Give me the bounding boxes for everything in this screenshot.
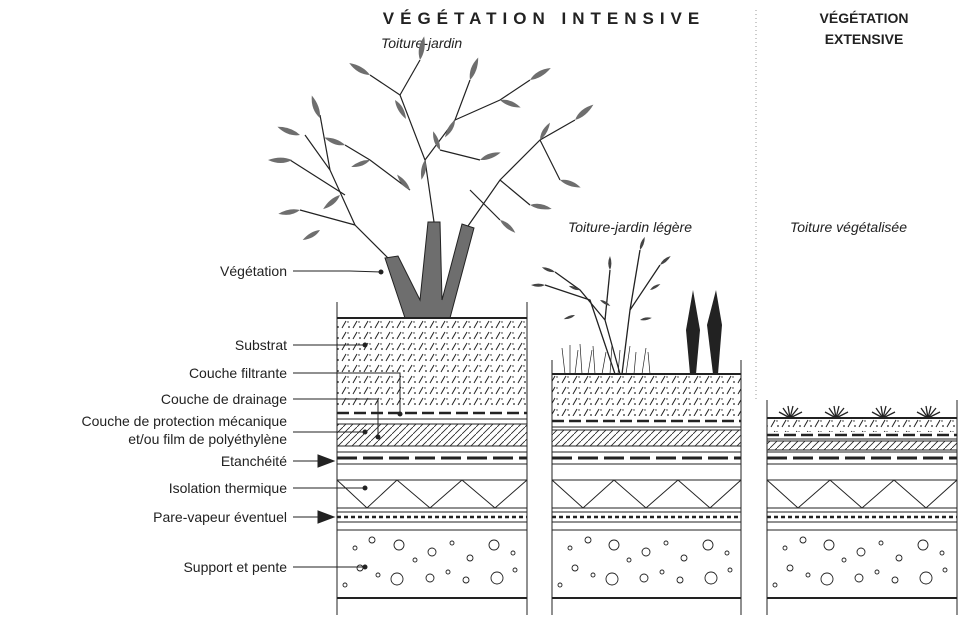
layer-labels: Végétation Substrat Couche filtrante Cou… [82,263,288,575]
subtitle-light-garden: Toiture-jardin légère [568,219,692,235]
heading-extensive-line1: VÉGÉTATION [820,10,909,26]
sedum-illustration [778,405,941,419]
label-etancheite: Etanchéité [221,453,287,469]
label-couche-drainage: Couche de drainage [161,391,287,407]
label-isolation-thermique: Isolation thermique [169,480,288,496]
label-protection-mecanique: Couche de protection mécanique [82,413,288,429]
column-green-roof [766,400,958,615]
shrub-illustration [531,236,722,375]
label-support-pente: Support et pente [183,559,287,575]
label-pare-vapeur: Pare-vapeur éventuel [153,509,287,525]
label-film-polyethylene: et/ou film de polyéthylène [128,431,287,447]
label-substrat: Substrat [235,337,287,353]
column-garden [268,35,595,615]
label-vegetation: Végétation [220,263,287,279]
heading-extensive-line2: EXTENSIVE [825,31,904,47]
label-couche-filtrante: Couche filtrante [189,365,287,381]
subtitle-green-roof: Toiture végétalisée [790,219,907,235]
column-light-garden [531,236,742,615]
tree-illustration [268,35,595,319]
heading-intensive: VÉGÉTATION INTENSIVE [383,9,705,28]
